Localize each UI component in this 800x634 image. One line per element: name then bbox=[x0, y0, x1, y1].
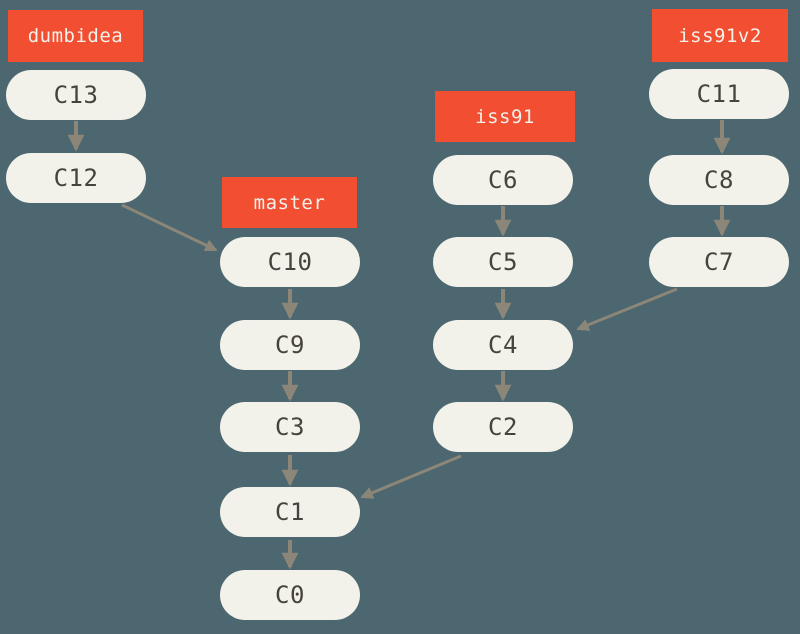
commit-node-C8: C8 bbox=[649, 155, 789, 205]
commit-node-C3: C3 bbox=[220, 402, 360, 452]
commit-node-C6: C6 bbox=[433, 155, 573, 205]
commit-node-C1: C1 bbox=[220, 487, 360, 537]
commit-node-C13: C13 bbox=[6, 70, 146, 120]
commit-node-C0: C0 bbox=[220, 570, 360, 620]
branch-label-master: master bbox=[222, 177, 357, 228]
commit-node-C11: C11 bbox=[649, 69, 789, 119]
commit-node-C4: C4 bbox=[433, 320, 573, 370]
branch-label-dumbidea: dumbidea bbox=[8, 10, 143, 62]
commit-node-C10: C10 bbox=[220, 237, 360, 287]
commit-node-C2: C2 bbox=[433, 402, 573, 452]
edge-C12-C10 bbox=[121, 203, 218, 252]
commit-node-C5: C5 bbox=[433, 237, 573, 287]
edges bbox=[67, 120, 731, 570]
edge-C2-C1 bbox=[360, 454, 462, 499]
commit-node-C7: C7 bbox=[649, 237, 789, 287]
edge-C7-C4 bbox=[576, 287, 678, 331]
commit-node-C9: C9 bbox=[220, 320, 360, 370]
commit-node-C12: C12 bbox=[6, 153, 146, 203]
branch-label-iss91: iss91 bbox=[435, 91, 575, 142]
branch-label-iss91v2: iss91v2 bbox=[652, 9, 788, 62]
